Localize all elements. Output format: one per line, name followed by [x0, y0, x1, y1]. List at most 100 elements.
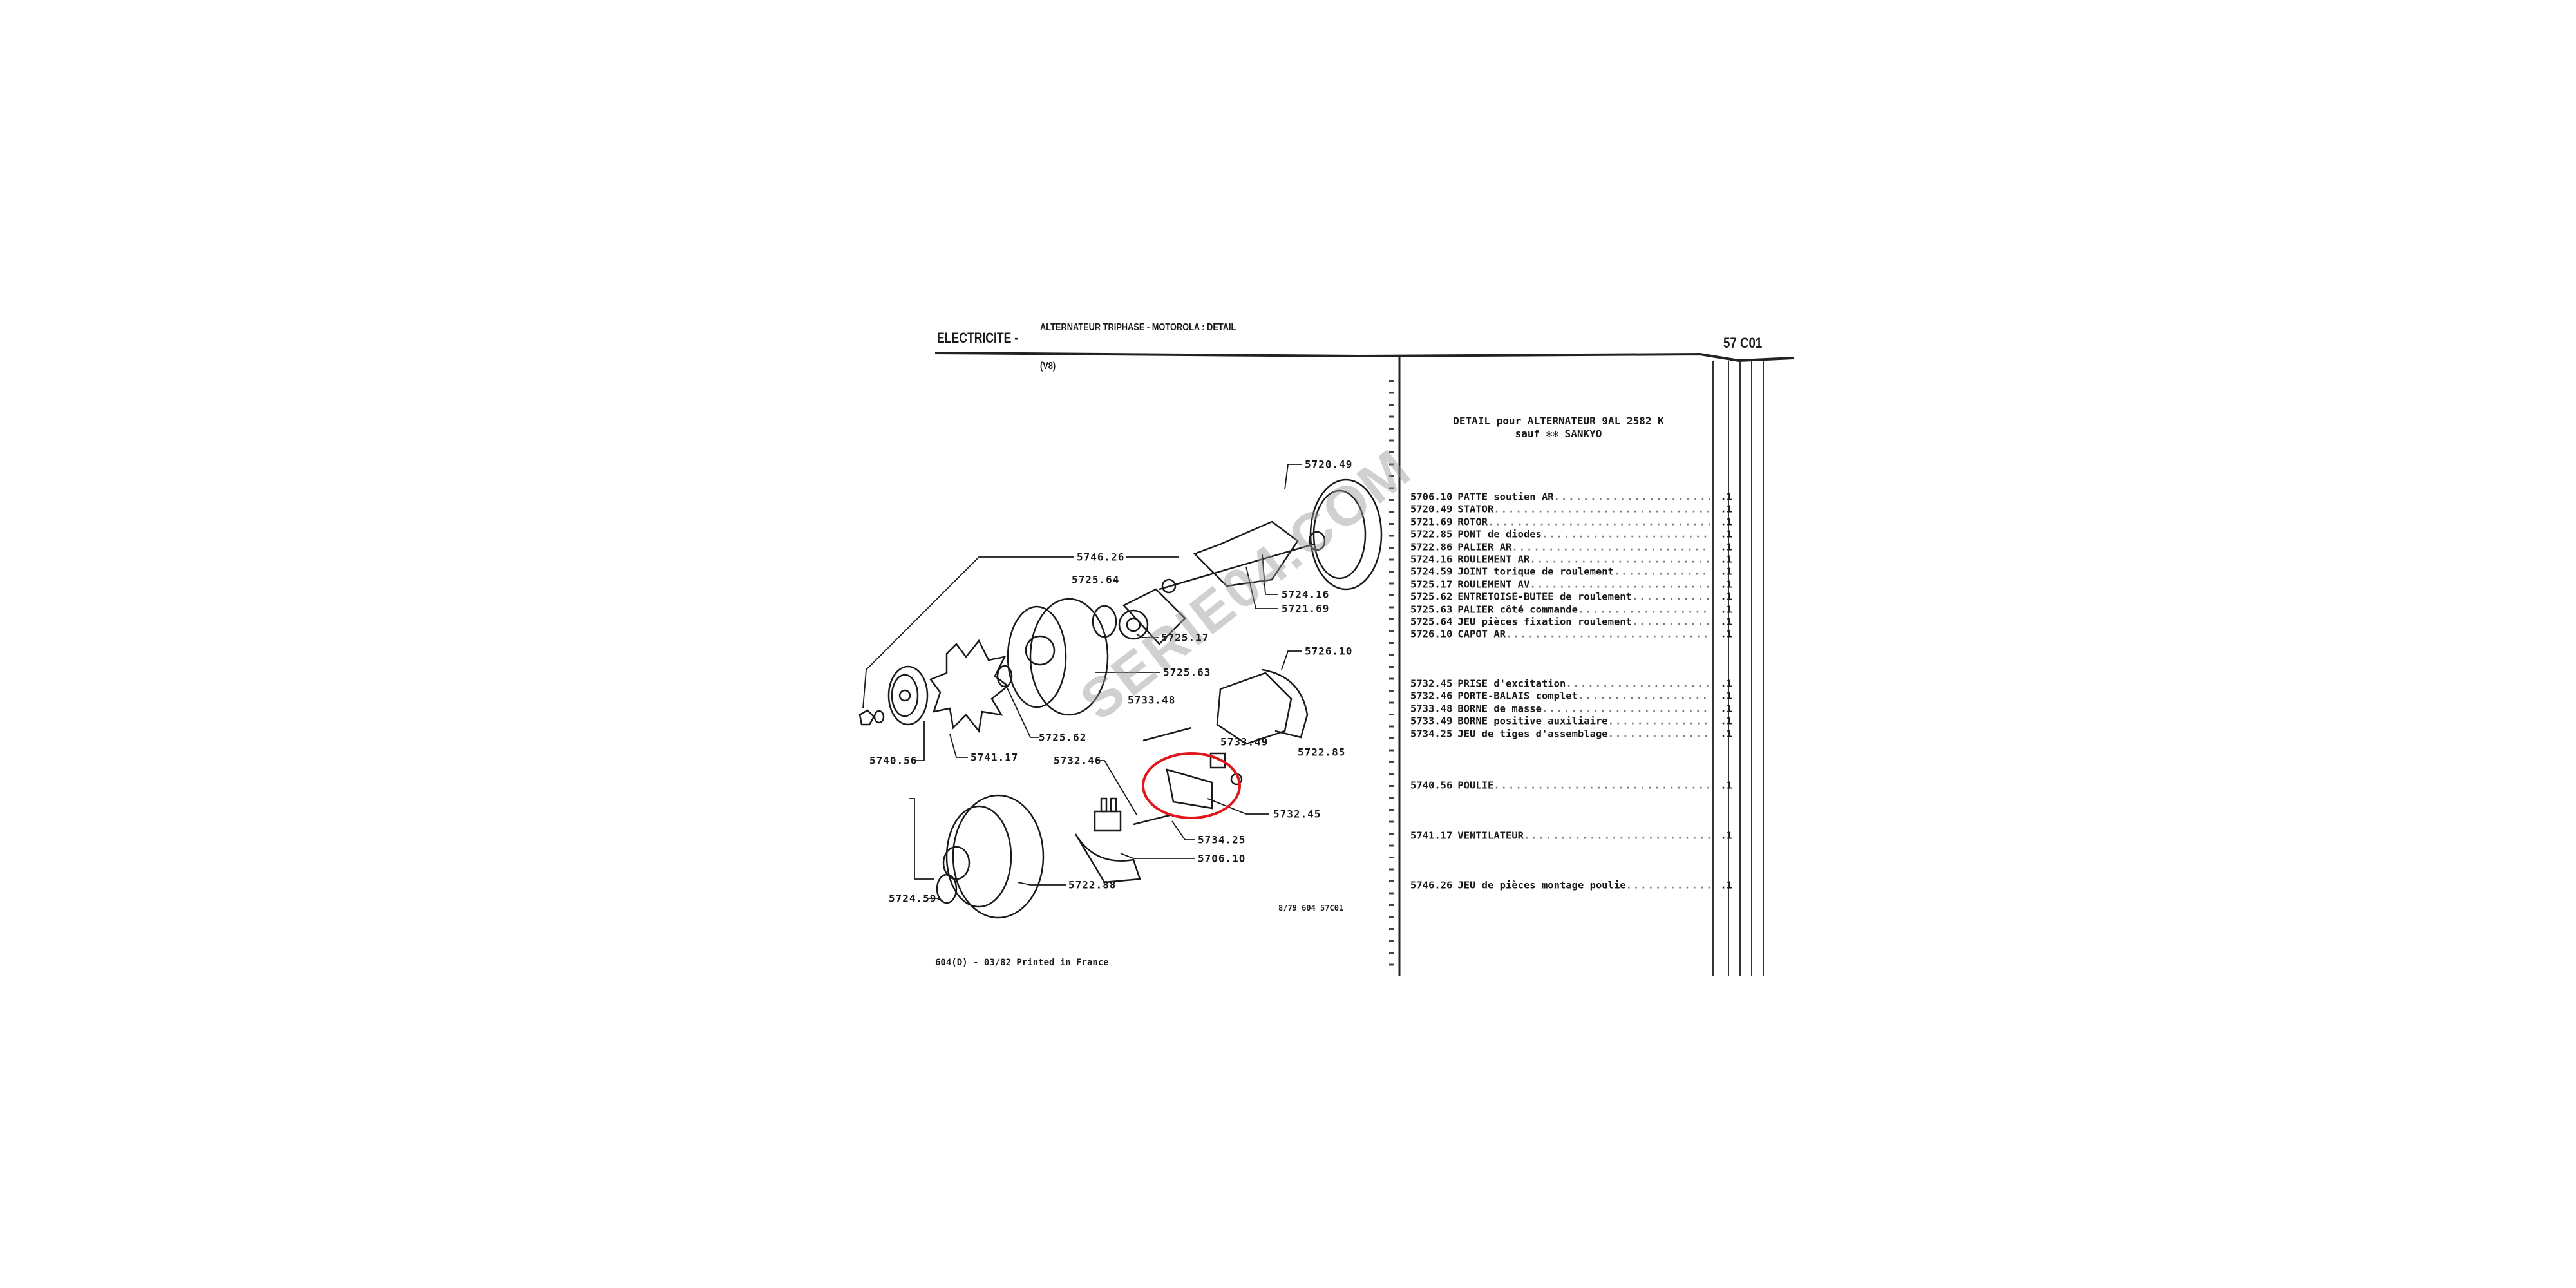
part-description: ROULEMENT AR — [1457, 553, 1530, 565]
leader-dots — [1578, 690, 1710, 703]
margin-tick — [1389, 571, 1394, 573]
margin-ticks — [1389, 380, 1394, 966]
leader-dots — [1530, 554, 1710, 566]
bearing-drawing — [1092, 588, 1186, 645]
part-quantity: .1 — [1720, 728, 1732, 740]
margin-tick — [1389, 892, 1394, 895]
part-quantity: .1 — [1720, 491, 1732, 503]
margin-tick — [1389, 916, 1394, 918]
margin-tick — [1389, 952, 1394, 954]
margin-tick — [1389, 499, 1394, 501]
margin-tick — [1389, 428, 1394, 430]
part-number: 5726.10 — [1410, 628, 1453, 640]
margin-tick — [1389, 880, 1394, 882]
page-subtitle: (V8) — [1040, 361, 1056, 372]
part-description: BORNE de masse — [1457, 703, 1542, 715]
callout-label: 5725.17 — [1161, 631, 1209, 644]
part-description: PORTE-BALAIS complet — [1457, 690, 1578, 702]
leader-dots — [1554, 491, 1710, 504]
margin-tick — [1389, 535, 1394, 537]
leader-dots — [1566, 678, 1710, 690]
margin-tick — [1389, 463, 1394, 466]
parts-list-row: 5725.64 JEU pièces fixation roulement .1 — [1410, 616, 1732, 629]
part-number: 5725.64 — [1410, 616, 1453, 628]
part-description: PRISE d'excitation — [1457, 677, 1566, 690]
header-rule — [934, 352, 1794, 363]
front-bearing-housing-drawing — [1007, 598, 1109, 716]
parts-list-title: DETAIL pour ALTERNATEUR 9AL 2582 K — [1453, 415, 1664, 427]
part-quantity: .1 — [1720, 616, 1732, 628]
callout-label: 5724.59 — [889, 892, 937, 905]
margin-tick — [1389, 797, 1394, 799]
part-quantity: .1 — [1720, 603, 1732, 616]
callout-label: 5726.10 — [1305, 645, 1353, 658]
page-reference: 57 C01 — [1723, 335, 1763, 351]
stator-drawing — [1308, 478, 1383, 591]
part-description: PATTE soutien AR — [1457, 491, 1554, 503]
parts-list-row: 5734.25 JEU de tiges d'assemblage .1 — [1410, 728, 1732, 740]
part-number: 5706.10 — [1410, 491, 1453, 503]
leader-dots — [1542, 529, 1710, 541]
margin-tick — [1389, 523, 1394, 525]
callout-label: 5724.16 — [1282, 588, 1330, 601]
highlight-circle — [1142, 752, 1241, 819]
page-title: ALTERNATEUR TRIPHASE - MOTOROLA : DETAIL — [1040, 322, 1236, 333]
part-description: ROULEMENT AV — [1457, 578, 1530, 591]
leader-dots — [1530, 578, 1710, 591]
part-number: 5722.85 — [1410, 528, 1453, 540]
part-quantity: .1 — [1720, 528, 1732, 540]
leader-dots — [1493, 780, 1710, 792]
callout-label: 5725.62 — [1039, 731, 1087, 744]
print-footer: 604(D) - 03/82 Printed in France — [935, 958, 1109, 968]
part-number: 5720.49 — [1410, 503, 1453, 515]
part-quantity: .1 — [1720, 565, 1732, 578]
part-description: JEU de tiges d'assemblage — [1457, 728, 1608, 740]
part-description: JEU de pièces montage poulie — [1457, 879, 1626, 891]
margin-tick — [1389, 773, 1394, 775]
leader-dots — [1632, 616, 1710, 629]
margin-tick — [1389, 558, 1394, 561]
leader-dots — [1632, 591, 1710, 603]
margin-tick — [1389, 904, 1394, 906]
part-number: 5734.25 — [1410, 728, 1453, 740]
part-quantity: .1 — [1720, 690, 1732, 702]
leader-dots — [1578, 603, 1710, 616]
part-description: PALIER côté commande — [1457, 603, 1578, 616]
callout-label: 5733.48 — [1128, 694, 1176, 706]
part-description: ENTRETOISE-BUTEE de roulement — [1457, 591, 1632, 603]
callout-label: 5721.69 — [1282, 602, 1330, 615]
part-number: 5724.59 — [1410, 565, 1453, 578]
part-number: 5732.45 — [1410, 677, 1453, 690]
part-quantity: .1 — [1720, 829, 1732, 842]
margin-tick — [1389, 749, 1394, 752]
margin-tick — [1389, 392, 1394, 394]
part-quantity: .1 — [1720, 628, 1732, 640]
margin-tick — [1389, 451, 1394, 453]
part-description: JEU pièces fixation roulement — [1457, 616, 1632, 628]
diode-bridge-drawing — [1216, 668, 1309, 745]
part-number: 5746.26 — [1410, 879, 1453, 891]
part-description: STATOR — [1457, 503, 1494, 515]
margin-tick — [1389, 963, 1394, 966]
exploded-diagram — [858, 464, 1383, 919]
margin-tick — [1389, 487, 1394, 489]
part-number: 5725.62 — [1410, 591, 1453, 603]
leader-dots — [1608, 715, 1710, 728]
leader-dots — [1524, 830, 1710, 842]
callout-label: 5722.88 — [1068, 878, 1117, 891]
margin-tick — [1389, 940, 1394, 942]
part-number: 5741.17 — [1410, 829, 1453, 842]
